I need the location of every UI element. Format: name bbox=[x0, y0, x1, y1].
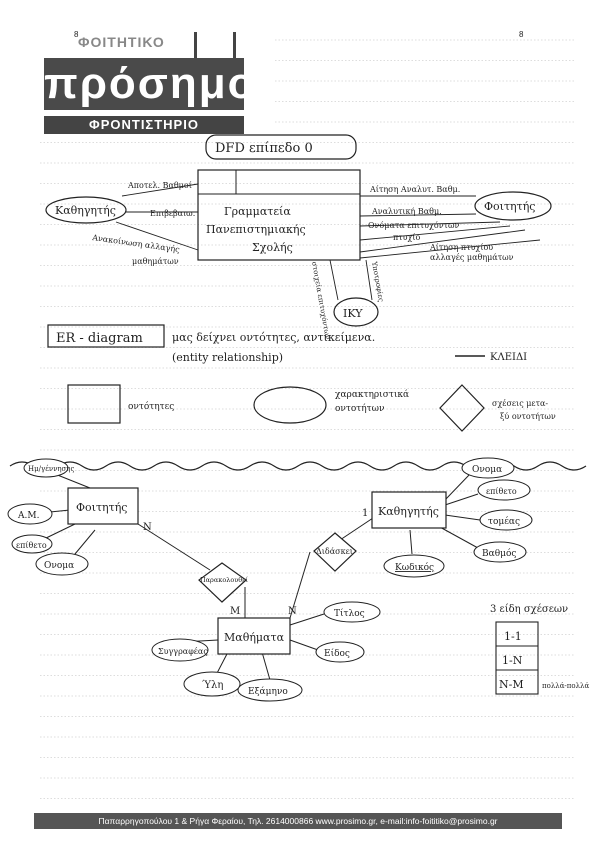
card-student-n: N bbox=[143, 522, 152, 533]
attr-course-title-label: Τίτλος bbox=[334, 608, 365, 619]
card-course-m: M bbox=[230, 606, 240, 617]
rel-type-n-m: N-M bbox=[499, 678, 524, 691]
relation-teaches-label: Διδάσκει bbox=[316, 547, 353, 556]
dfd-flow-bottom-in: Υποτροφίες bbox=[370, 260, 386, 303]
rel-type-1-n: 1-N bbox=[502, 654, 523, 667]
attr-course-author bbox=[151, 638, 209, 662]
attr-student-am bbox=[7, 503, 53, 525]
dfd-flow-left-in: Αποτελ. Βαθμοί bbox=[127, 181, 192, 190]
dfd-entity-student bbox=[474, 191, 552, 221]
dfd-entity-iky bbox=[333, 297, 379, 327]
relationship-types: 3 είδη σχέσεων 1-1 1-N N-M πολλά-πολλά bbox=[490, 604, 589, 695]
attr-prof-code-label: Κωδικός bbox=[395, 562, 434, 573]
dfd-entity-iky-label: IKY bbox=[343, 307, 363, 320]
er-diagram: Φοιτητής Καθηγητής Μαθήματα Παρακολουθεί… bbox=[7, 457, 533, 702]
attr-student-dob-label: Ημ/γέννησης bbox=[28, 465, 74, 473]
entity-course-label: Μαθήματα bbox=[224, 631, 285, 644]
attr-prof-sector-label: τομέας bbox=[488, 516, 520, 527]
er-intro: ER - diagram μας δείχνει οντότητες, αντι… bbox=[47, 324, 556, 432]
rel-types-title: 3 είδη σχέσεων bbox=[490, 604, 568, 615]
attr-prof-name-label: Ονομα bbox=[472, 465, 502, 475]
logo-sub-text: ΦΡΟΝΤΙΣΤΗΡΙΟ bbox=[44, 116, 244, 134]
logo-main-text: πρόσημο bbox=[44, 58, 257, 110]
attr-course-type-label: Είδος bbox=[324, 648, 350, 659]
legend-rel-label2: ξύ οντοτήτων bbox=[500, 412, 556, 421]
attr-course-title bbox=[323, 601, 381, 623]
attr-course-type bbox=[315, 641, 365, 663]
dfd-flow-right-out1: Αναλυτική Βαθμ. bbox=[371, 207, 442, 216]
attr-prof-grade-label: Βαθμός bbox=[482, 548, 516, 559]
legend-entity-shape bbox=[67, 384, 121, 424]
relation-teaches bbox=[313, 532, 357, 572]
legend-rel-label: σχέσεις μετα- bbox=[492, 399, 548, 408]
attr-prof-surname bbox=[477, 479, 531, 501]
logo: ΦΟΙΤΗΤΙΚΟ πρόσημο ΦΡΟΝΤΙΣΤΗΡΙΟ bbox=[42, 32, 272, 138]
entity-student-label: Φοιτητής bbox=[76, 501, 127, 514]
attr-course-semester-label: Εξάμηνο bbox=[248, 686, 288, 697]
key-label: ΚΛΕΙΔΙ bbox=[490, 352, 527, 363]
relation-attends-label: Παρακολουθεί bbox=[200, 575, 249, 584]
dfd-flow-right-out3: πτυχίο bbox=[393, 233, 421, 242]
relation-attends bbox=[198, 562, 247, 603]
attr-student-surname-label: επίθετο bbox=[16, 541, 47, 550]
dfd-title-box bbox=[205, 134, 357, 160]
legend-entity-label: οντότητες bbox=[128, 401, 174, 412]
er-intro-text: μας δείχνει οντότητες, αντικείμενα. bbox=[172, 331, 375, 344]
attr-student-name bbox=[35, 552, 89, 576]
entity-course bbox=[217, 617, 291, 655]
attr-student-am-label: Α.Μ. bbox=[17, 511, 40, 521]
dfd-flow-right-out2: Ονόματα επιτυχόντων bbox=[368, 221, 460, 230]
ruled-lines bbox=[40, 39, 575, 799]
er-label: ER - diagram bbox=[56, 331, 143, 346]
dfd-flow-right-out4: αλλαγές μαθημάτων bbox=[430, 253, 514, 262]
legend-rel-shape bbox=[439, 384, 485, 432]
legend-attr-shape bbox=[253, 386, 327, 424]
dfd-flow-right-in: Αίτηση Αναλυτ. Βαθμ. bbox=[369, 185, 460, 194]
dfd-entity-professor-label: Καθηγητής bbox=[55, 204, 116, 217]
page-number-right: 8 bbox=[519, 30, 524, 39]
attr-prof-code bbox=[383, 554, 445, 578]
attr-student-surname bbox=[11, 534, 53, 554]
attr-student-name-label: Ονομα bbox=[44, 561, 74, 571]
dfd-entity-professor bbox=[45, 196, 127, 224]
dfd-entity-student-label: Φοιτητής bbox=[484, 200, 535, 213]
attr-course-syllabus bbox=[183, 671, 241, 697]
attr-course-syllabus-label: Ύλη bbox=[202, 680, 223, 691]
dfd-flow-bottom-out: στοιχεία επιτυχόντων bbox=[310, 261, 333, 340]
legend-attr-label: χαρακτηριστικά bbox=[335, 389, 409, 400]
entity-professor bbox=[371, 491, 447, 529]
attr-student-dob bbox=[23, 458, 69, 478]
dfd-diagram: DFD επίπεδο 0 Γραμματεία Πανεπιστημιακής… bbox=[45, 134, 552, 340]
rel-type-1-1: 1-1 bbox=[504, 630, 522, 643]
dfd-process-line1: Γραμματεία bbox=[224, 205, 291, 218]
attr-prof-name bbox=[461, 457, 515, 479]
er-label-box bbox=[47, 324, 165, 348]
page-number-left: 8 bbox=[74, 30, 79, 39]
attr-prof-surname-label: επίθετο bbox=[486, 487, 517, 496]
dfd-flow-left-notice2: μαθημάτων bbox=[132, 257, 179, 266]
rel-type-note: πολλά-πολλά bbox=[542, 682, 589, 690]
er-intro-paren: (entity relationship) bbox=[172, 351, 283, 364]
dfd-title: DFD επίπεδο 0 bbox=[215, 141, 313, 156]
footer-contact: Παπαρρηγοπούλου 1 & Ρήγα Φεραίου, Τηλ. 2… bbox=[34, 813, 562, 829]
card-course-n: N bbox=[288, 606, 297, 617]
legend-attr-label2: οντοτήτων bbox=[335, 403, 384, 414]
attr-course-semester bbox=[237, 678, 303, 702]
dfd-process-line3: Σχολής bbox=[252, 241, 293, 254]
rel-types-box bbox=[495, 621, 539, 695]
entity-student bbox=[67, 487, 139, 525]
attr-prof-grade bbox=[473, 541, 527, 563]
dfd-flow-right-in2: Αίτηση πτυχίου bbox=[429, 243, 493, 252]
dfd-process-box bbox=[197, 169, 361, 261]
dfd-process-line2: Πανεπιστημιακής bbox=[206, 223, 306, 236]
logo-x-icon bbox=[194, 32, 236, 58]
attr-course-author-label: Συγγραφέας bbox=[158, 647, 208, 656]
dfd-flow-left-out: Επιβεβαιω. bbox=[150, 209, 195, 218]
attr-prof-sector bbox=[479, 509, 533, 531]
dfd-flow-left-notice: Ανακοίνωση αλλαγής bbox=[91, 233, 181, 254]
logo-top-text: ΦΟΙΤΗΤΙΚΟ bbox=[78, 34, 165, 50]
card-prof-1: 1 bbox=[362, 508, 368, 519]
entity-professor-label: Καθηγητής bbox=[378, 505, 439, 518]
